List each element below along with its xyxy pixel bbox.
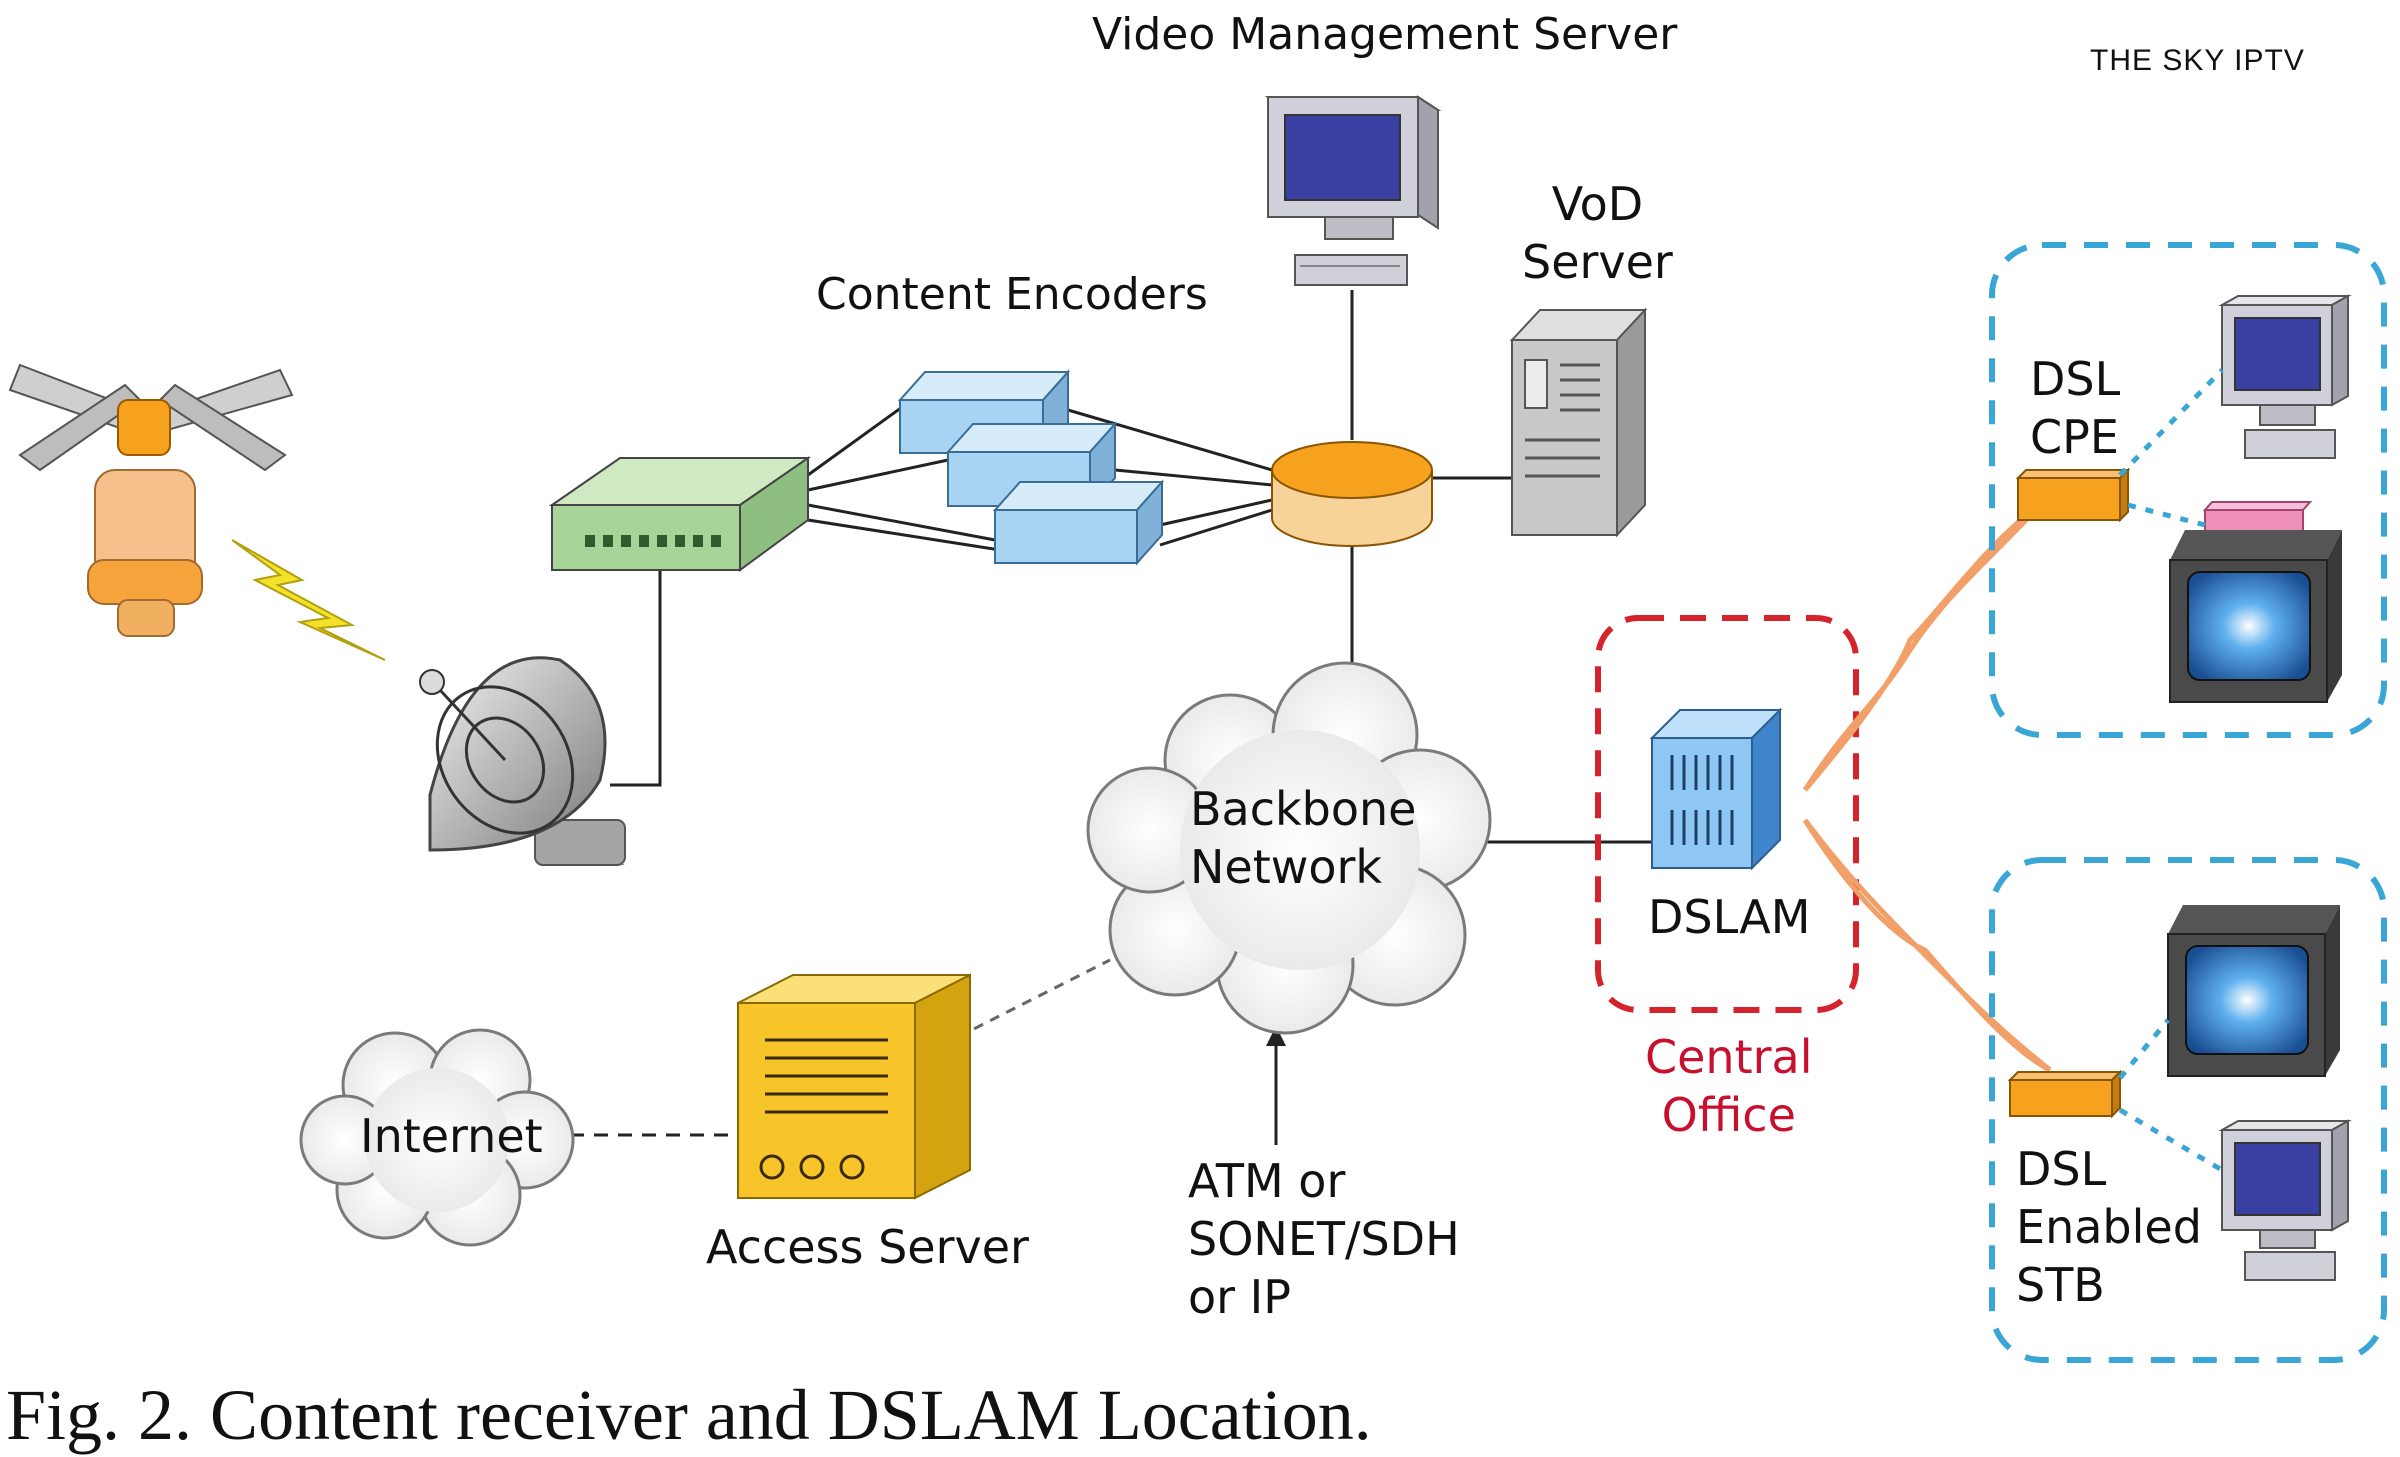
video-management-server-label: Video Management Server	[1092, 9, 1678, 60]
link-switch-dish	[610, 570, 662, 787]
home-boundary-upper	[1989, 242, 2387, 738]
link-enc3-router	[1159, 498, 1273, 527]
dsl-line-upper	[1802, 502, 2042, 792]
dsl-cpe-label: DSL CPE	[2030, 352, 2121, 464]
cloud-icon	[299, 1028, 575, 1247]
vod-server-icon	[1509, 307, 1648, 538]
content-encoders-label: Content Encoders	[816, 269, 1208, 320]
link-switch-enc4	[807, 518, 1001, 552]
home-boundary-lower	[1989, 857, 2387, 1363]
satellite-icon	[8, 363, 294, 637]
lightning-icon	[231, 539, 386, 661]
switch-icon	[548, 456, 812, 572]
access-server-icon	[737, 973, 971, 1200]
dsl-enabled-stb-label: DSL Enabled STB	[2016, 1142, 2202, 1312]
link-enc-router-low	[1159, 508, 1273, 547]
link-enc1-router	[1067, 408, 1273, 472]
home-links-upper	[2118, 368, 2224, 528]
encoder-icon	[992, 479, 1165, 566]
cloud-icon	[1086, 661, 1492, 1035]
internet-label: Internet	[360, 1109, 543, 1163]
home-links-lower	[2118, 1018, 2224, 1173]
brand-watermark: THE SKY IPTV	[2090, 44, 2305, 77]
access-server-label: Access Server	[706, 1220, 1029, 1274]
central-office-boundary	[1595, 615, 1859, 1013]
link-switch-enc3	[807, 503, 996, 542]
stb-icon	[2007, 1069, 2123, 1119]
link-enc2-router	[1114, 468, 1273, 487]
dsl-line-lower	[1802, 818, 2052, 1073]
tv-icon	[2167, 905, 2340, 1077]
dslam-label: DSLAM	[1648, 890, 1811, 944]
central-office-label: Central Office	[1645, 1030, 1813, 1142]
monitor-icon	[1264, 95, 1442, 286]
dslam-icon	[1649, 707, 1783, 871]
monitor-icon	[2218, 1119, 2352, 1281]
link-access-backbone	[941, 958, 1111, 1047]
dish-icon	[419, 656, 626, 866]
connections	[570, 290, 1652, 1145]
link-switch-enc1	[807, 403, 906, 477]
router-icon	[1271, 441, 1433, 547]
backbone-network-label: Backbone Network	[1190, 782, 1417, 894]
figure-caption: Fig. 2. Content receiver and DSLAM Locat…	[6, 1375, 1372, 1455]
atm-sonet-ip-label: ATM or SONET/SDH or IP	[1188, 1154, 1460, 1324]
cpe-icon	[2015, 467, 2131, 523]
link-switch-enc2	[807, 458, 949, 492]
tv-icon	[2169, 530, 2342, 703]
vod-server-label: VoD Server	[1522, 177, 1673, 289]
arrowhead	[1266, 1026, 1286, 1046]
monitor-icon	[2218, 294, 2352, 459]
